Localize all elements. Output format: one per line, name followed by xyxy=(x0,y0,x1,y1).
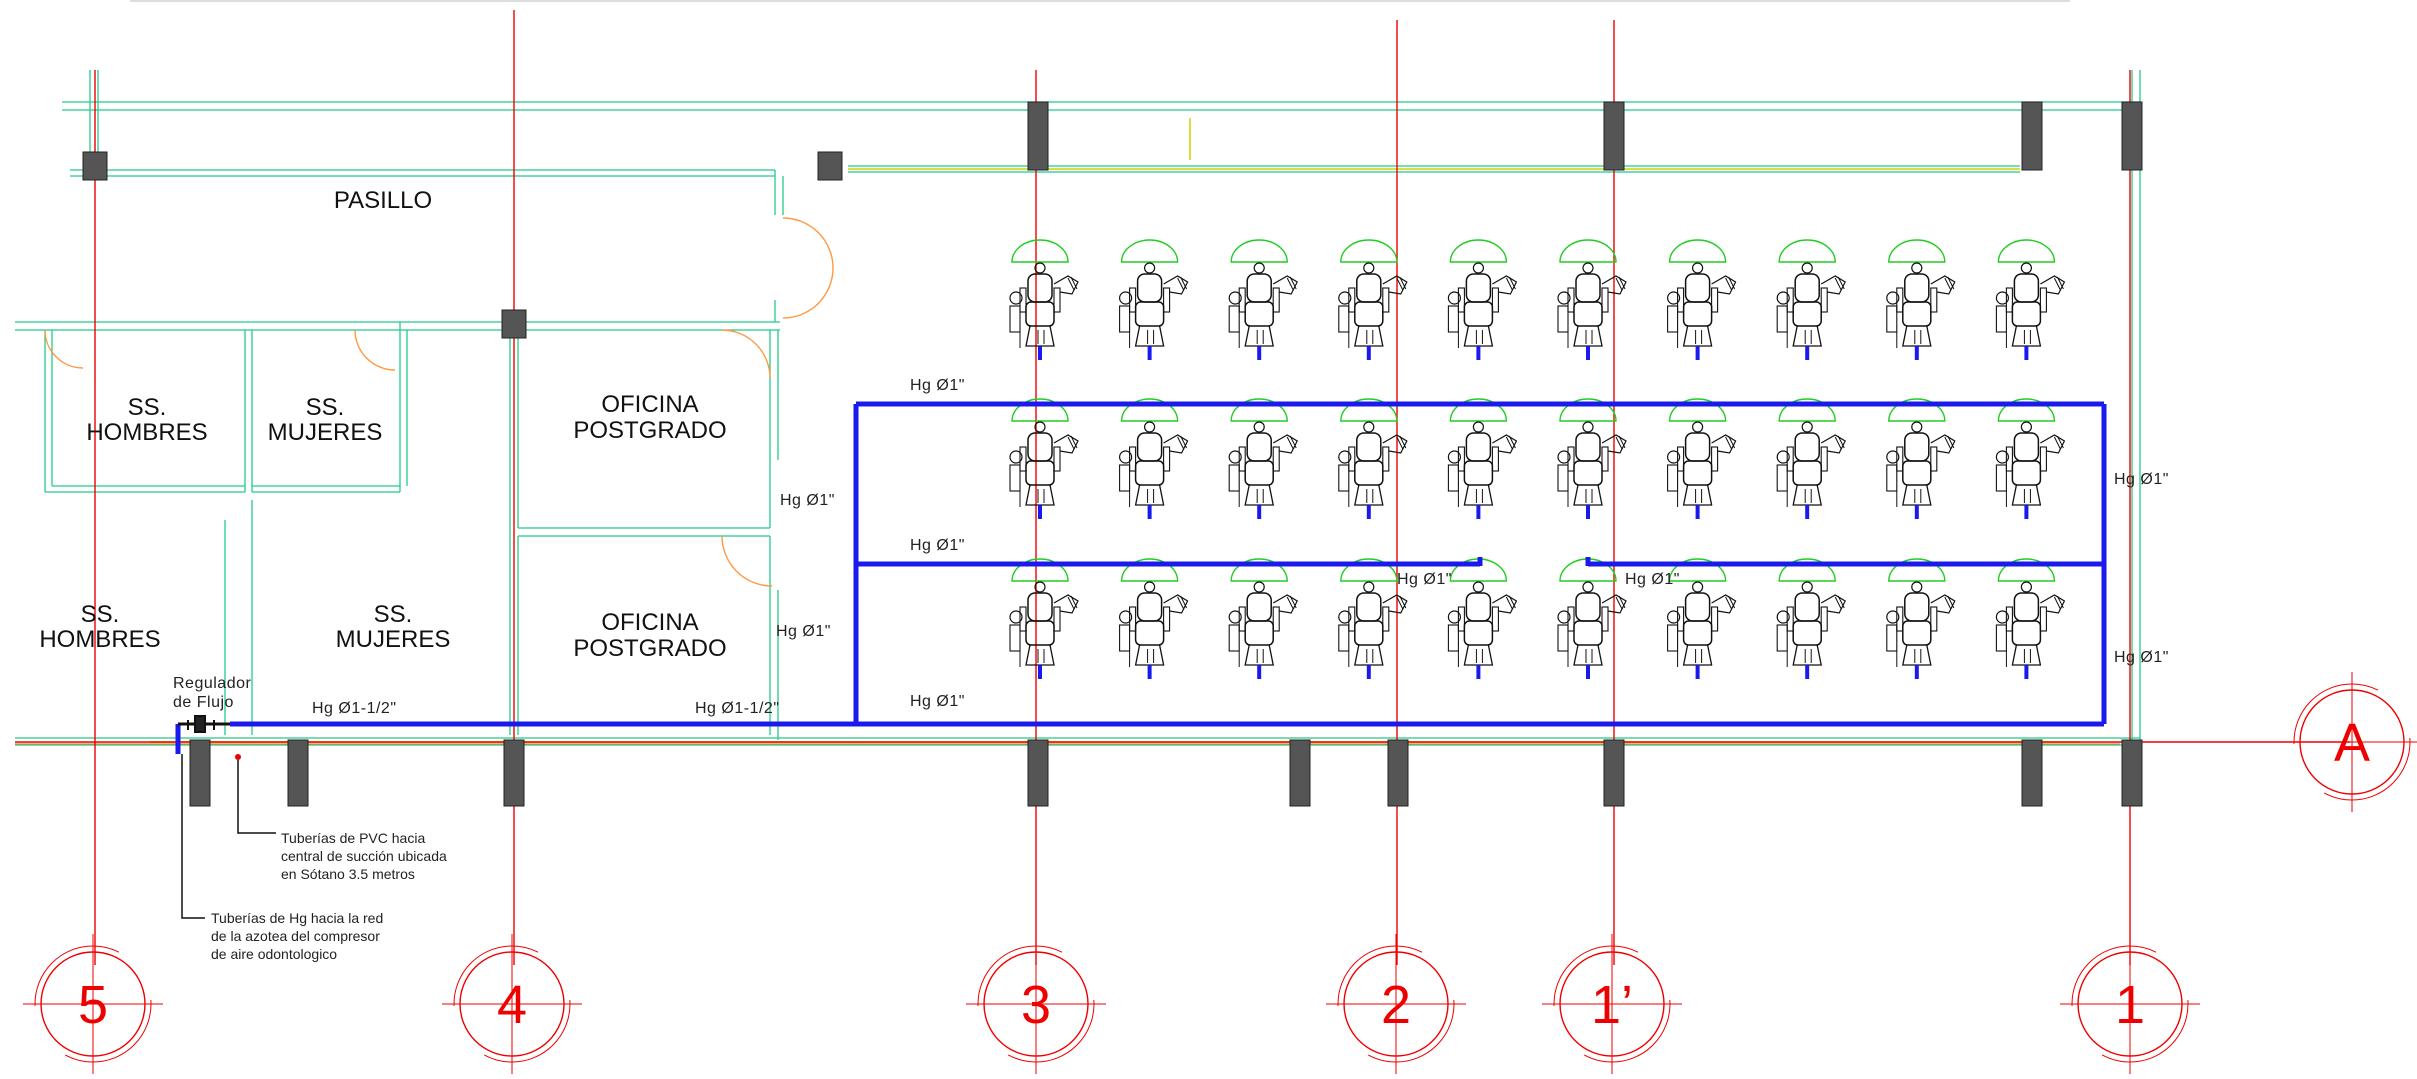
axis-bubble-a1p: 1’ xyxy=(1542,934,1682,1074)
regulator-label-line1: Regulador xyxy=(173,675,252,692)
axis-label-a1p: 1’ xyxy=(1591,975,1633,1035)
axis-label-a2: 2 xyxy=(1381,975,1411,1035)
room-ss-mujeres-2-line1: SS. xyxy=(374,601,413,628)
pipe-label-row1-left: Hg Ø1" xyxy=(910,377,965,394)
dental-chair xyxy=(1227,557,1300,681)
pipe-label-row2-left: Hg Ø1" xyxy=(910,537,965,554)
air-pipes xyxy=(175,401,2107,754)
pipe-label-main-1: Hg Ø1-1/2" xyxy=(312,700,397,717)
dental-chairs xyxy=(1008,238,2067,681)
dental-chair xyxy=(1884,557,1957,681)
dental-chair xyxy=(1775,238,1848,362)
dental-chair xyxy=(1227,397,1300,521)
axis-bubble-a4: 4 xyxy=(442,934,582,1074)
dental-chair xyxy=(1775,397,1848,521)
note-pvc-line3: en Sótano 3.5 metros xyxy=(281,866,415,882)
pipe-label-right-lower: Hg Ø1" xyxy=(2114,649,2169,666)
dental-chair xyxy=(1884,397,1957,521)
dental-chair xyxy=(1665,397,1738,521)
room-ss-mujeres-2-line2: MUJERES xyxy=(336,626,451,653)
dental-chair xyxy=(1227,238,1300,362)
note-hg-line3: de aire odontologico xyxy=(211,946,337,962)
room-oficina-1-line2: POSTGRADO xyxy=(573,417,726,444)
pipe-label-mid-1: Hg Ø1" xyxy=(1397,571,1452,588)
dental-chair xyxy=(1884,238,1957,362)
dental-chair xyxy=(1556,397,1628,521)
dental-chair xyxy=(1117,397,1190,521)
dental-chair xyxy=(1008,557,1080,681)
dental-chair xyxy=(1665,238,1738,362)
note-pvc-line2: central de succión ubicada xyxy=(281,848,447,864)
dental-chair xyxy=(1775,557,1848,681)
leader-lines xyxy=(181,754,276,919)
dental-chair xyxy=(1117,238,1190,362)
dental-chair xyxy=(1117,557,1190,681)
dental-chair xyxy=(1446,397,1519,521)
dental-chair xyxy=(1446,557,1519,681)
dental-chair xyxy=(1994,397,2067,521)
dental-chair xyxy=(1446,238,1519,362)
pipe-label-main-2: Hg Ø1-1/2" xyxy=(695,700,780,717)
pipe-label-riser-left-2: Hg Ø1" xyxy=(776,623,831,640)
dental-chair xyxy=(1994,238,2067,362)
room-oficina-1-line1: OFICINA xyxy=(601,391,698,418)
axis-bubble-a3: 3 xyxy=(966,934,1106,1074)
grid-axes xyxy=(15,10,2350,965)
axis-label-a3: 3 xyxy=(1021,975,1051,1035)
dental-chair xyxy=(1008,238,1080,362)
axis-bubble-a2: 2 xyxy=(1326,934,1466,1074)
note-hg-line2: de la azotea del compresor xyxy=(211,928,380,944)
axis-bubble-aA: A xyxy=(2282,672,2417,812)
room-ss-hombres-2-line1: SS. xyxy=(81,601,120,628)
room-ss-hombres-2-line2: HOMBRES xyxy=(39,626,160,653)
room-ss-mujeres-1-line2: MUJERES xyxy=(268,419,383,446)
room-ss-hombres-1-line2: HOMBRES xyxy=(86,419,207,446)
axis-bubble-a1: 1 xyxy=(2060,934,2200,1074)
pipe-label-row3-left: Hg Ø1" xyxy=(910,693,965,710)
dental-chair xyxy=(1556,238,1628,362)
dental-chair xyxy=(1994,557,2067,681)
axis-label-a1: 1 xyxy=(2115,975,2145,1035)
note-pvc-line1: Tuberías de PVC hacia xyxy=(281,830,425,846)
axis-bubble-a5: 5 xyxy=(23,934,163,1074)
axis-label-aA: A xyxy=(2334,713,2370,773)
room-oficina-2-line2: POSTGRADO xyxy=(573,635,726,662)
walls xyxy=(15,70,2141,746)
doors xyxy=(44,217,834,587)
pipe-label-mid-2: Hg Ø1" xyxy=(1625,571,1680,588)
dental-chair xyxy=(1008,397,1080,521)
columns xyxy=(82,101,2143,807)
pipe-label-riser-left-1: Hg Ø1" xyxy=(780,492,835,509)
axis-label-a4: 4 xyxy=(497,975,527,1035)
regulator-label-line2: de Flujo xyxy=(173,694,234,711)
axis-bubbles: 5 4 3 2 1’ 1 A xyxy=(23,672,2417,1074)
room-ss-hombres-1-line1: SS. xyxy=(128,394,167,421)
pipe-label-right-upper: Hg Ø1" xyxy=(2114,471,2169,488)
axis-label-a5: 5 xyxy=(78,975,108,1035)
room-oficina-2-line1: OFICINA xyxy=(601,609,698,636)
note-hg-line1: Tuberías de Hg hacia la red xyxy=(211,910,383,926)
flow-regulator xyxy=(178,715,241,760)
room-ss-mujeres-1-line1: SS. xyxy=(306,394,345,421)
dental-chair xyxy=(1556,557,1628,681)
room-pasillo: PASILLO xyxy=(334,187,432,214)
